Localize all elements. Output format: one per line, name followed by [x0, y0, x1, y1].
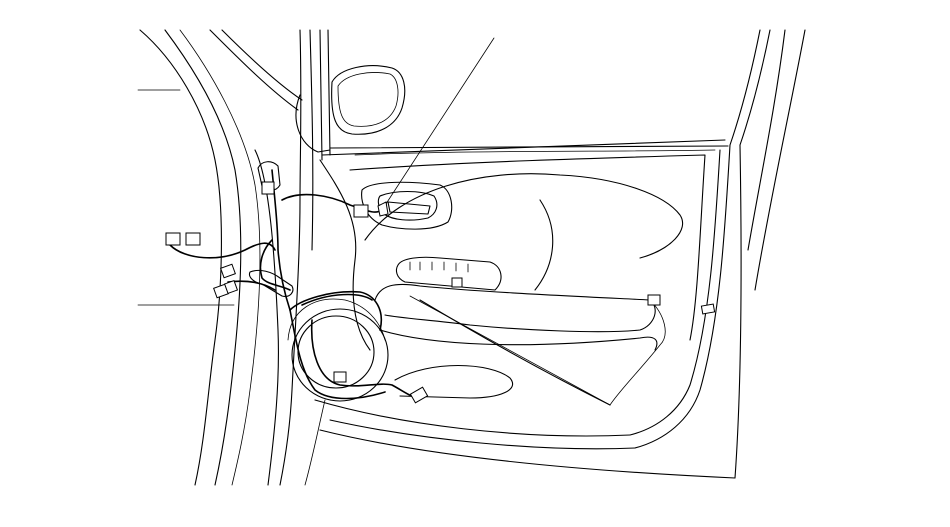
connectors [165, 201, 716, 404]
pillar-clip [261, 181, 275, 195]
armrest-top [374, 283, 656, 333]
trim-wedge [534, 199, 554, 291]
map-pocket [394, 364, 513, 399]
mirror-housing [331, 65, 406, 135]
switch-row [409, 261, 469, 273]
window-rear-outer-2 [747, 29, 786, 251]
door-trim-inner [349, 154, 706, 341]
inner-handle [361, 181, 453, 230]
window-front-line [209, 29, 299, 111]
handle-lever [387, 201, 431, 215]
harness-main-vertical [271, 169, 291, 311]
side-mirror [295, 65, 406, 153]
handle-recess-outer [361, 181, 453, 230]
hinge-pillar-rear [279, 29, 302, 486]
rear-pillar-lower [734, 144, 742, 479]
door-rear-edge-2 [629, 149, 721, 436]
mirror-base [295, 94, 331, 153]
door-bottom-edge [329, 419, 636, 450]
mirror-glass [337, 72, 399, 127]
window-front-line-2 [221, 29, 303, 101]
armrest-lower [379, 329, 658, 351]
door-inner-front [319, 159, 371, 351]
door-rear-edge [634, 144, 731, 449]
pillar-outer-edge [139, 29, 222, 486]
pillar-inner-edge [164, 29, 242, 486]
door-bottom-edge-2 [314, 399, 631, 437]
pillar-third-edge [179, 29, 261, 486]
lower-sill-line [304, 399, 326, 486]
harness-to-pillar-connector [259, 239, 291, 291]
window-sash-front-2 [327, 29, 331, 156]
upper-trim-curve [364, 173, 683, 259]
harness-loop [289, 290, 382, 331]
door-panel [314, 144, 742, 479]
hinge-pillar-edge [309, 29, 314, 251]
connector-armrest-rear [647, 294, 661, 306]
speaker-mount [287, 298, 386, 341]
trim-panel [364, 173, 683, 406]
door-speaker [287, 298, 389, 402]
harness-lower [310, 319, 421, 399]
connector-pillar-1 [220, 263, 236, 279]
connector-handle-arrow [377, 201, 389, 217]
window-sash-rear-2 [739, 29, 771, 146]
connector-front-1 [165, 232, 181, 246]
window-sash-front [319, 29, 323, 161]
switch-panel [395, 256, 502, 291]
connector-front-2 [185, 232, 201, 246]
harness-to-speaker [289, 309, 386, 400]
window-frame [209, 29, 806, 291]
pocket-curve [419, 299, 611, 406]
harness-to-handle [281, 193, 383, 213]
connector-rear-pillar [700, 303, 716, 315]
window-sash-rear [729, 29, 761, 146]
connector-pillar-3 [223, 279, 239, 295]
connector-switch [451, 277, 463, 288]
connector-handle [353, 204, 369, 218]
door-trim-upper [354, 149, 716, 156]
leader-line-top [381, 37, 495, 211]
door-belt-line-2 [329, 145, 729, 149]
connector-lower [409, 386, 429, 404]
harness-grommet [248, 161, 294, 297]
speaker-outer-ring [291, 308, 389, 402]
sill-bottom [319, 429, 736, 479]
harness-main-channel [301, 293, 373, 306]
body-pillar [139, 29, 326, 486]
connector-speaker [333, 371, 347, 383]
window-rear-outer [754, 29, 806, 291]
grommet-body [248, 269, 294, 297]
trim-inner-rear [609, 299, 666, 406]
